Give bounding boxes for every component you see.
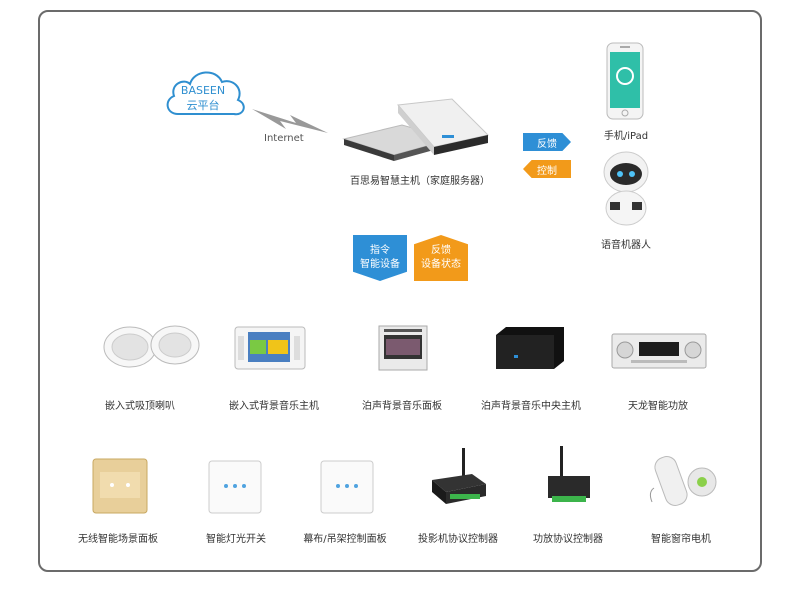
command-tag-line1: 指令 bbox=[370, 245, 390, 256]
command-tag-line2: 智能设备 bbox=[360, 259, 400, 270]
device-label: 天龙智能功放 bbox=[628, 401, 688, 412]
device-label: 功放协议控制器 bbox=[533, 534, 603, 545]
device-label: 投影机协议控制器 bbox=[418, 534, 498, 545]
device-label: 嵌入式吸顶喇叭 bbox=[105, 401, 175, 412]
host-device-icon bbox=[342, 98, 489, 161]
status-tag: 反馈 设备状态 bbox=[414, 235, 468, 281]
device-label: 智能窗帘电机 bbox=[651, 534, 711, 545]
device-label: 智能灯光开关 bbox=[206, 534, 266, 545]
status-tag-line2: 设备状态 bbox=[421, 259, 461, 270]
light-switch-icon bbox=[208, 460, 262, 514]
robot-icon bbox=[603, 151, 649, 226]
music-central-host-icon bbox=[496, 327, 564, 369]
cloud-name: BASEEN bbox=[180, 84, 226, 97]
lightning-icon bbox=[252, 109, 328, 133]
device-label: 幕布/吊架控制面板 bbox=[303, 534, 387, 545]
device-label: 无线智能场景面板 bbox=[78, 534, 158, 545]
device-label: 嵌入式背景音乐主机 bbox=[229, 401, 319, 412]
phone-icon bbox=[606, 42, 644, 120]
amplifier-icon bbox=[611, 333, 707, 369]
music-host-icon bbox=[234, 326, 306, 370]
host-label: 百思易智慧主机（家庭服务器） bbox=[350, 176, 490, 187]
device-label: 泊声背景音乐中央主机 bbox=[481, 401, 581, 412]
control-arrow-label: 控制 bbox=[537, 165, 557, 177]
command-tag: 指令 智能设备 bbox=[353, 235, 407, 281]
status-tag-line1: 反馈 bbox=[431, 245, 451, 256]
cloud-icon bbox=[166, 71, 245, 116]
ceiling-speaker-icon bbox=[103, 325, 200, 368]
feedback-arrow: 反馈 bbox=[523, 133, 571, 151]
projector-controller-icon bbox=[432, 448, 486, 504]
diagram-frame bbox=[38, 10, 762, 572]
robot-label: 语音机器人 bbox=[601, 240, 651, 251]
scene-panel-icon bbox=[92, 458, 148, 514]
amp-controller-icon bbox=[548, 446, 590, 502]
curtain-motor-icon bbox=[649, 456, 717, 506]
music-panel-icon bbox=[378, 325, 428, 371]
curtain-panel-icon bbox=[320, 460, 374, 514]
internet-label: Internet bbox=[264, 133, 304, 144]
control-arrow: 控制 bbox=[523, 160, 571, 178]
device-label: 泊声背景音乐面板 bbox=[362, 401, 442, 412]
cloud-platform-label: 云平台 bbox=[186, 99, 220, 112]
phone-label: 手机/iPad bbox=[603, 131, 649, 142]
feedback-arrow-label: 反馈 bbox=[537, 138, 557, 150]
